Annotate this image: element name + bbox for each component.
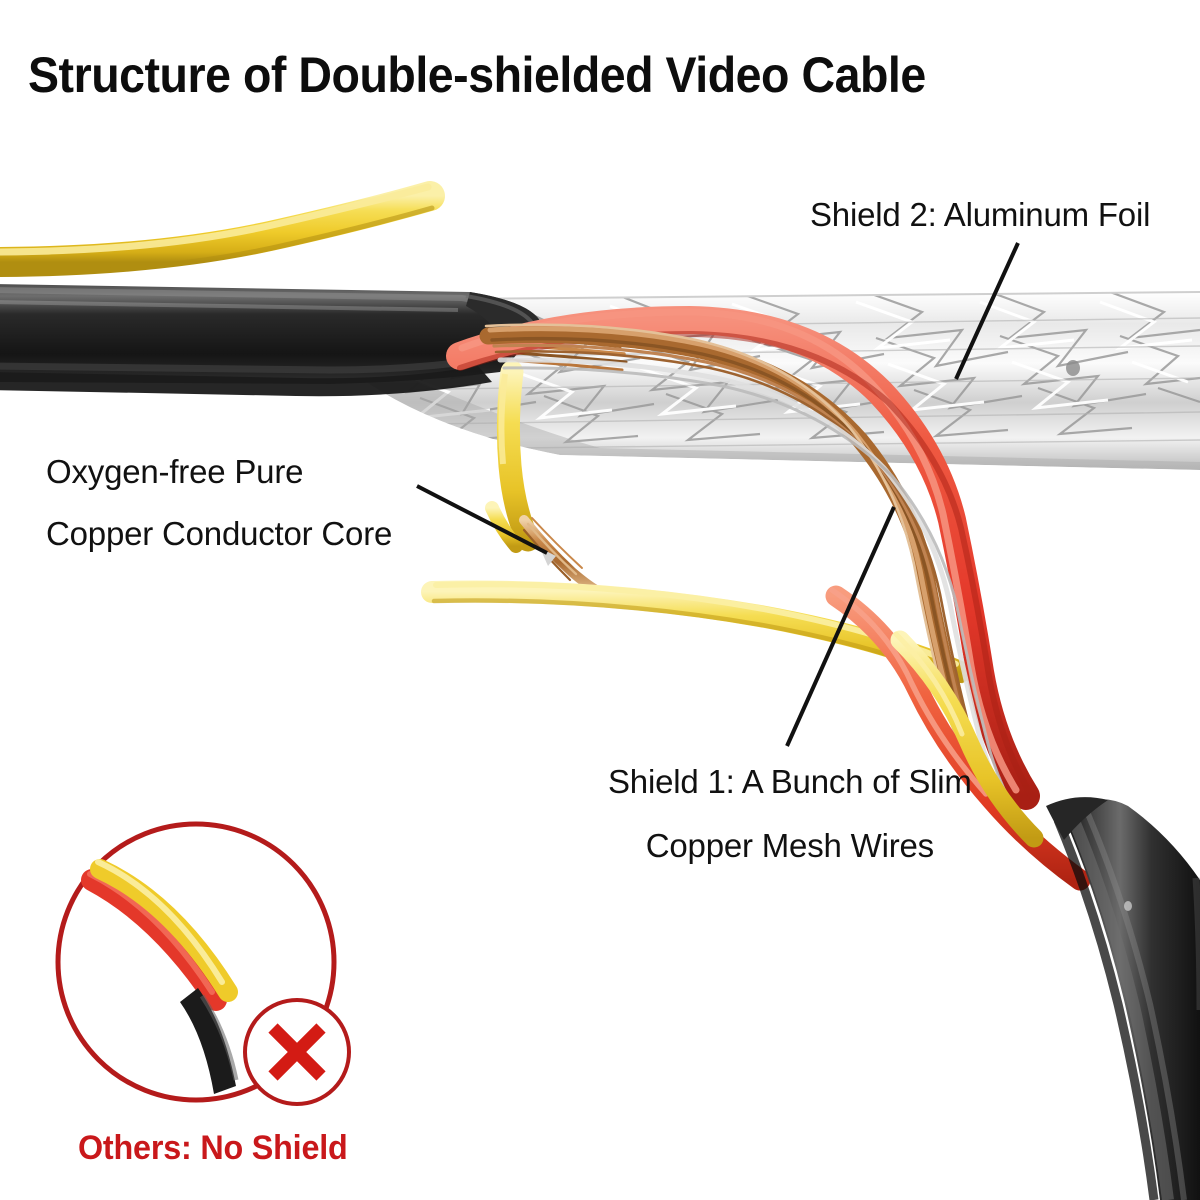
red-x-icon [268,1023,326,1081]
label-shield1: Shield 1: A Bunch of Slim Copper Mesh Wi… [608,750,972,878]
no-shield-inset [55,821,351,1106]
label-conductor-core-line2: Copper Conductor Core [46,515,393,552]
leader-core [416,484,548,555]
label-conductor-core: Oxygen-free Pure Copper Conductor Core [46,441,392,565]
red-circle-outline [55,821,337,1103]
label-shield1-line1: Shield 1: A Bunch of Slim [608,763,972,800]
tinsel-strands [497,357,1030,834]
page-title: Structure of Double-shielded Video Cable [28,47,926,103]
leader-lines [416,242,1020,747]
yellow-wire-into-jacket [890,630,1044,848]
label-others-no-shield: Others: No Shield [78,1129,348,1167]
yellow-wire-top [0,181,445,277]
leader-shield2 [954,242,1020,380]
label-shield1-line2: Copper Mesh Wires [645,827,934,864]
label-conductor-core-line1: Oxygen-free Pure [46,453,304,490]
leader-shield1 [785,506,896,747]
black-outer-jacket-left [0,284,542,397]
inset-wire-pair [81,859,239,1094]
label-shield2: Shield 2: Aluminum Foil [810,196,1151,233]
black-outer-jacket-right [1046,797,1200,1200]
